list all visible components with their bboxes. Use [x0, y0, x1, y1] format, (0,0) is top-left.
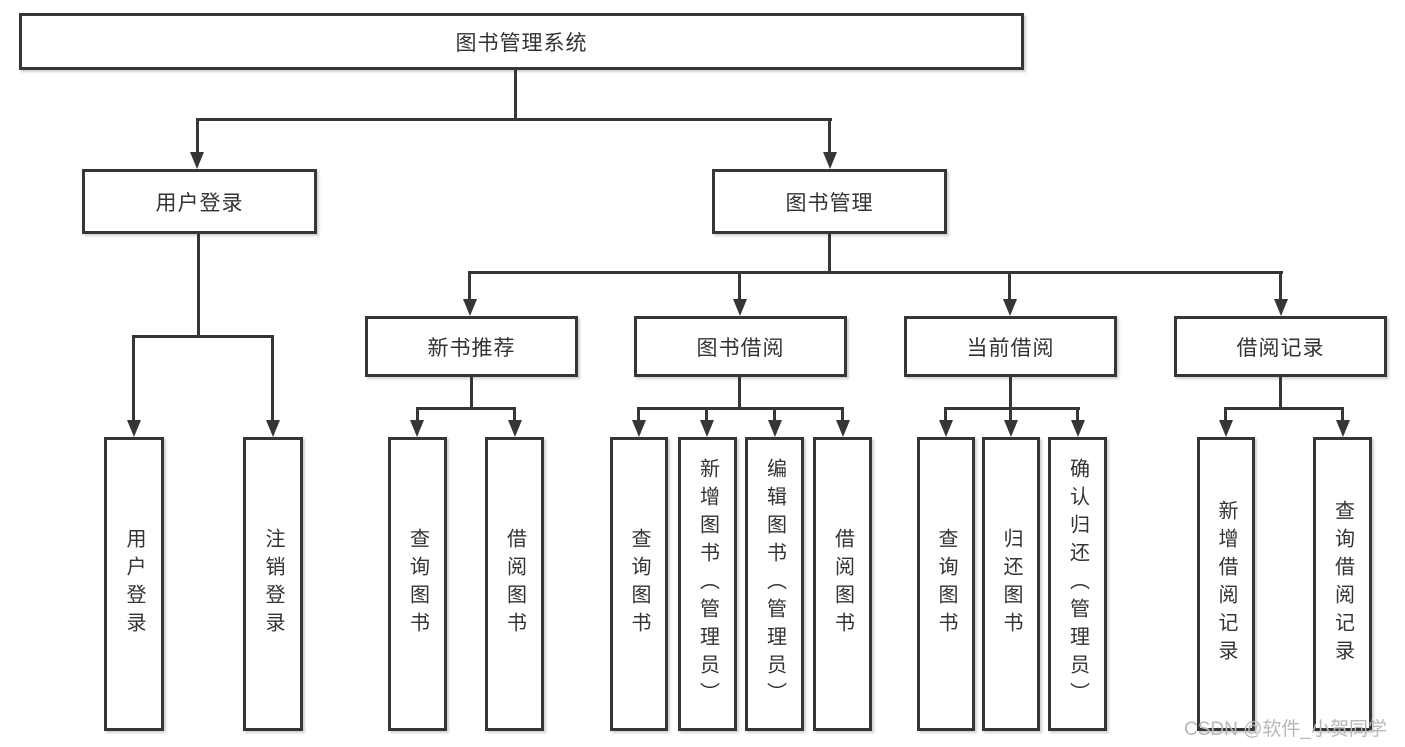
- leaf-borrow-books-borrowing: 借阅图书: [813, 437, 872, 731]
- arrow-down-icon: [1219, 420, 1233, 437]
- connector-vline: [197, 234, 200, 338]
- arrow-down-icon: [1003, 299, 1017, 316]
- connector-hline: [468, 271, 1283, 274]
- connector-vline: [470, 377, 473, 410]
- connector-hline: [637, 407, 844, 410]
- leaf-query-books-borrowing: 查询图书: [610, 437, 668, 731]
- leaf-confirm-return-admin: 确认归还（管理员）: [1048, 437, 1107, 731]
- arrow-down-icon: [836, 420, 850, 437]
- connector-hline: [944, 407, 1080, 410]
- connector-vline: [416, 409, 419, 421]
- connector-hline: [132, 335, 274, 338]
- connector-vline: [841, 409, 844, 421]
- arrow-down-icon: [190, 152, 204, 169]
- arrow-down-icon: [266, 420, 280, 437]
- arrow-down-icon: [768, 420, 782, 437]
- connector-vline: [828, 120, 831, 153]
- arrow-down-icon: [127, 420, 141, 437]
- connector-vline: [1008, 273, 1011, 300]
- leaf-edit-books-admin: 编辑图书（管理员）: [745, 437, 804, 731]
- arrow-down-icon: [410, 420, 424, 437]
- connector-vline: [271, 337, 274, 421]
- connector-vline: [1341, 409, 1344, 421]
- leaf-return-books: 归还图书: [982, 437, 1040, 731]
- connector-vline: [1279, 273, 1282, 300]
- connector-hline: [416, 407, 516, 410]
- arrow-down-icon: [823, 152, 837, 169]
- watermark-text: CSDN @软件_小贺同学: [1184, 719, 1387, 740]
- connector-vline: [1009, 377, 1012, 410]
- node-borrowing-records: 借阅记录: [1174, 316, 1387, 377]
- connector-vline: [738, 273, 741, 300]
- leaf-logout: 注销登录: [243, 437, 303, 731]
- connector-vline: [132, 337, 135, 421]
- connector-vline: [1224, 409, 1227, 421]
- arrow-down-icon: [939, 420, 953, 437]
- node-current-borrowing: 当前借阅: [904, 316, 1117, 377]
- connector-hline: [1224, 407, 1344, 410]
- leaf-query-borrow-record: 查询借阅记录: [1313, 437, 1372, 731]
- connector-vline: [1009, 409, 1012, 421]
- leaf-query-books-current: 查询图书: [917, 437, 975, 731]
- connector-vline: [738, 377, 741, 410]
- connector-vline: [944, 409, 947, 421]
- node-user-login: 用户登录: [82, 169, 317, 234]
- arrow-down-icon: [508, 420, 522, 437]
- leaf-add-borrow-record: 新增借阅记录: [1197, 437, 1255, 731]
- arrow-down-icon: [700, 420, 714, 437]
- connector-vline: [1076, 409, 1079, 421]
- connector-vline: [828, 234, 831, 274]
- arrow-down-icon: [1004, 420, 1018, 437]
- node-book-borrowing: 图书借阅: [634, 316, 847, 377]
- node-book-management: 图书管理: [712, 169, 947, 234]
- leaf-user-login: 用户登录: [104, 437, 164, 731]
- node-root: 图书管理系统: [19, 13, 1024, 70]
- connector-vline: [513, 409, 516, 421]
- connector-vline: [196, 120, 199, 153]
- arrow-down-icon: [1071, 420, 1085, 437]
- arrow-down-icon: [632, 420, 646, 437]
- arrow-down-icon: [1274, 299, 1288, 316]
- connector-vline: [773, 409, 776, 421]
- connector-vline: [705, 409, 708, 421]
- arrow-down-icon: [1336, 420, 1350, 437]
- arrow-down-icon: [733, 299, 747, 316]
- connector-vline: [1279, 377, 1282, 410]
- connector-vline: [514, 70, 517, 120]
- leaf-query-books-recommend: 查询图书: [388, 437, 447, 731]
- arrow-down-icon: [463, 299, 477, 316]
- leaf-add-books-admin: 新增图书（管理员）: [678, 437, 737, 731]
- connector-vline: [637, 409, 640, 421]
- leaf-borrow-books-recommend: 借阅图书: [485, 437, 544, 731]
- node-new-book-recommendation: 新书推荐: [365, 316, 578, 377]
- connector-hline: [196, 118, 832, 121]
- connector-vline: [468, 273, 471, 300]
